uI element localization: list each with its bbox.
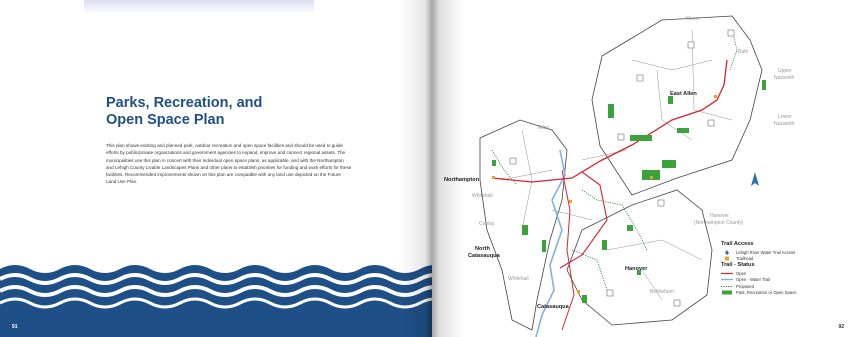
legend-heading-access: Trail Access (721, 241, 754, 247)
legend-item-park: Park, Recreation or Open Space (721, 290, 841, 297)
left-page: Parks, Recreation, and Open Space Plan T… (0, 0, 432, 337)
label-lower-nazareth-2: Nazareth (774, 121, 795, 127)
page-number-right: 92 (838, 324, 844, 330)
legend-item-open-water: Open - Water Trail (721, 277, 841, 284)
legend-heading-status: Trail - Status (721, 262, 755, 268)
label-upper-nazareth-1: Upper (778, 68, 792, 74)
label-whitehall: Whitehall (472, 193, 493, 199)
page-number-left: 91 (12, 324, 18, 330)
label-bath: Bath (738, 49, 749, 55)
label-coplay: Coplay (479, 221, 495, 227)
open-trail-loop (559, 171, 608, 269)
proposed-trail-2 (491, 149, 518, 186)
legend-label-open-water: Open - Water Trail (736, 277, 771, 283)
water-access-icon (721, 249, 733, 255)
wave-decoration (0, 255, 432, 337)
right-page: Moore Bath Upper Nazareth Lower Nazareth… (432, 0, 853, 337)
label-hanover: Hanover (625, 266, 648, 272)
legend-item-trailhead: Trailhead (721, 256, 841, 263)
label-hanover-nc-2: (Northampton County) (694, 220, 744, 226)
map-legend: Trail Access Lehigh River Water Trail Ac… (721, 241, 841, 296)
open-trail-river (561, 169, 575, 331)
park-swatch-icon (721, 290, 733, 295)
label-northampton: Northampton (444, 177, 480, 183)
intro-paragraph: This plan shows existing and planned par… (106, 143, 352, 185)
label-north-catasauqua-2: Catasauqua (468, 253, 500, 259)
proposed-trail-line-icon (721, 284, 733, 289)
label-bethlehem: Bethlehem (650, 289, 674, 295)
legend-item-open: Open (721, 270, 841, 277)
label-allen: Allen (538, 125, 550, 131)
label-moore: Moore (686, 16, 701, 22)
legend-item-water-access: Lehigh River Water Trail Access (721, 249, 841, 256)
label-hanover-nc-1: Hanover (710, 213, 729, 219)
label-lower-nazareth-1: Lower (778, 114, 792, 120)
water-trail-line-icon (721, 277, 733, 282)
label-east-allen: East Allen (670, 91, 697, 97)
trailhead-icon (721, 256, 733, 261)
legend-item-proposed: Proposed (721, 283, 841, 290)
page-title: Parks, Recreation, and Open Space Plan (106, 95, 366, 129)
label-north-catasauqua-1: North (475, 246, 490, 252)
open-trail-line-icon (721, 271, 733, 276)
label-catasauqua: Catasauqua (537, 304, 569, 310)
proposed-trail-3 (729, 29, 738, 71)
north-arrow-icon (751, 172, 759, 186)
proposed-trail-4 (571, 249, 608, 291)
legend-label-open: Open (736, 270, 747, 276)
title-line-2: Open Space Plan (106, 112, 225, 128)
legend-label-park: Park, Recreation or Open Space (736, 290, 797, 296)
municipal-boundary-south (566, 189, 713, 326)
legend-label-water-access: Lehigh River Water Trail Access (736, 249, 796, 255)
bleed-through-shadow (84, 0, 314, 14)
legend-label-proposed: Proposed (736, 283, 754, 289)
title-line-1: Parks, Recreation, and (106, 95, 263, 111)
legend-label-trailhead: Trailhead (736, 256, 754, 262)
label-upper-nazareth-2: Nazareth (774, 75, 795, 81)
label-whitehall-lower: Whitehall (508, 276, 529, 282)
municipal-boundary-north (591, 15, 763, 196)
open-trail-main (491, 59, 728, 183)
proposed-trail-1 (581, 189, 648, 251)
trail-map (479, 15, 766, 337)
